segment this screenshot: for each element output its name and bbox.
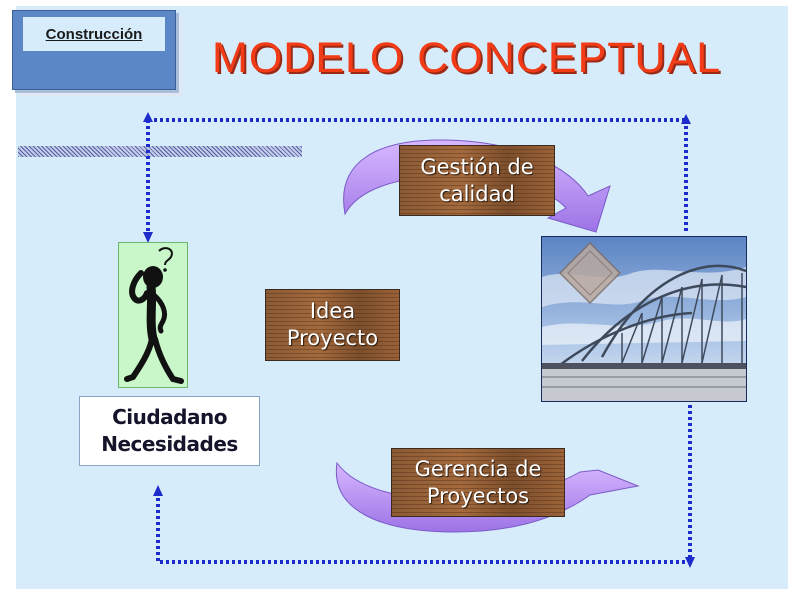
management-box-line1: Gerencia de — [414, 456, 542, 481]
project-management-box: Gerencia de Proyectos — [391, 448, 565, 517]
arrowhead-bottom-left — [153, 485, 163, 496]
section-tab: Construcción — [12, 10, 176, 90]
thinking-person-icon — [124, 247, 184, 384]
arrowhead-bottom-right — [685, 557, 695, 568]
hatched-divider — [18, 146, 302, 157]
arrowhead-left-top — [143, 112, 153, 122]
project-idea-box: Idea Proyecto — [265, 289, 400, 361]
bridge-photo — [541, 236, 747, 402]
section-tab-label: Construcción — [23, 17, 165, 51]
quality-management-box: Gestión de calidad — [399, 145, 555, 216]
quality-box-line2: calidad — [439, 181, 515, 206]
idea-box-line2: Proyecto — [286, 326, 379, 350]
idea-box-line1: Idea — [309, 299, 356, 323]
dotted-loop-arrowheads — [143, 112, 695, 568]
citizen-label-line1: Ciudadano — [112, 405, 227, 429]
citizen-figure — [118, 242, 188, 388]
citizen-needs-label: Ciudadano Necesidades — [79, 396, 260, 466]
dotted-loop — [146, 118, 692, 564]
management-box-line2: Proyectos — [426, 483, 530, 508]
quality-box-line1: Gestión de — [420, 154, 534, 179]
bridge-illustration — [542, 237, 746, 401]
citizen-label-line2: Necesidades — [101, 432, 238, 456]
arrowhead-right-top — [681, 114, 691, 124]
arrowhead-left-down — [143, 232, 153, 243]
page-title: MODELO CONCEPTUAL — [212, 34, 722, 82]
